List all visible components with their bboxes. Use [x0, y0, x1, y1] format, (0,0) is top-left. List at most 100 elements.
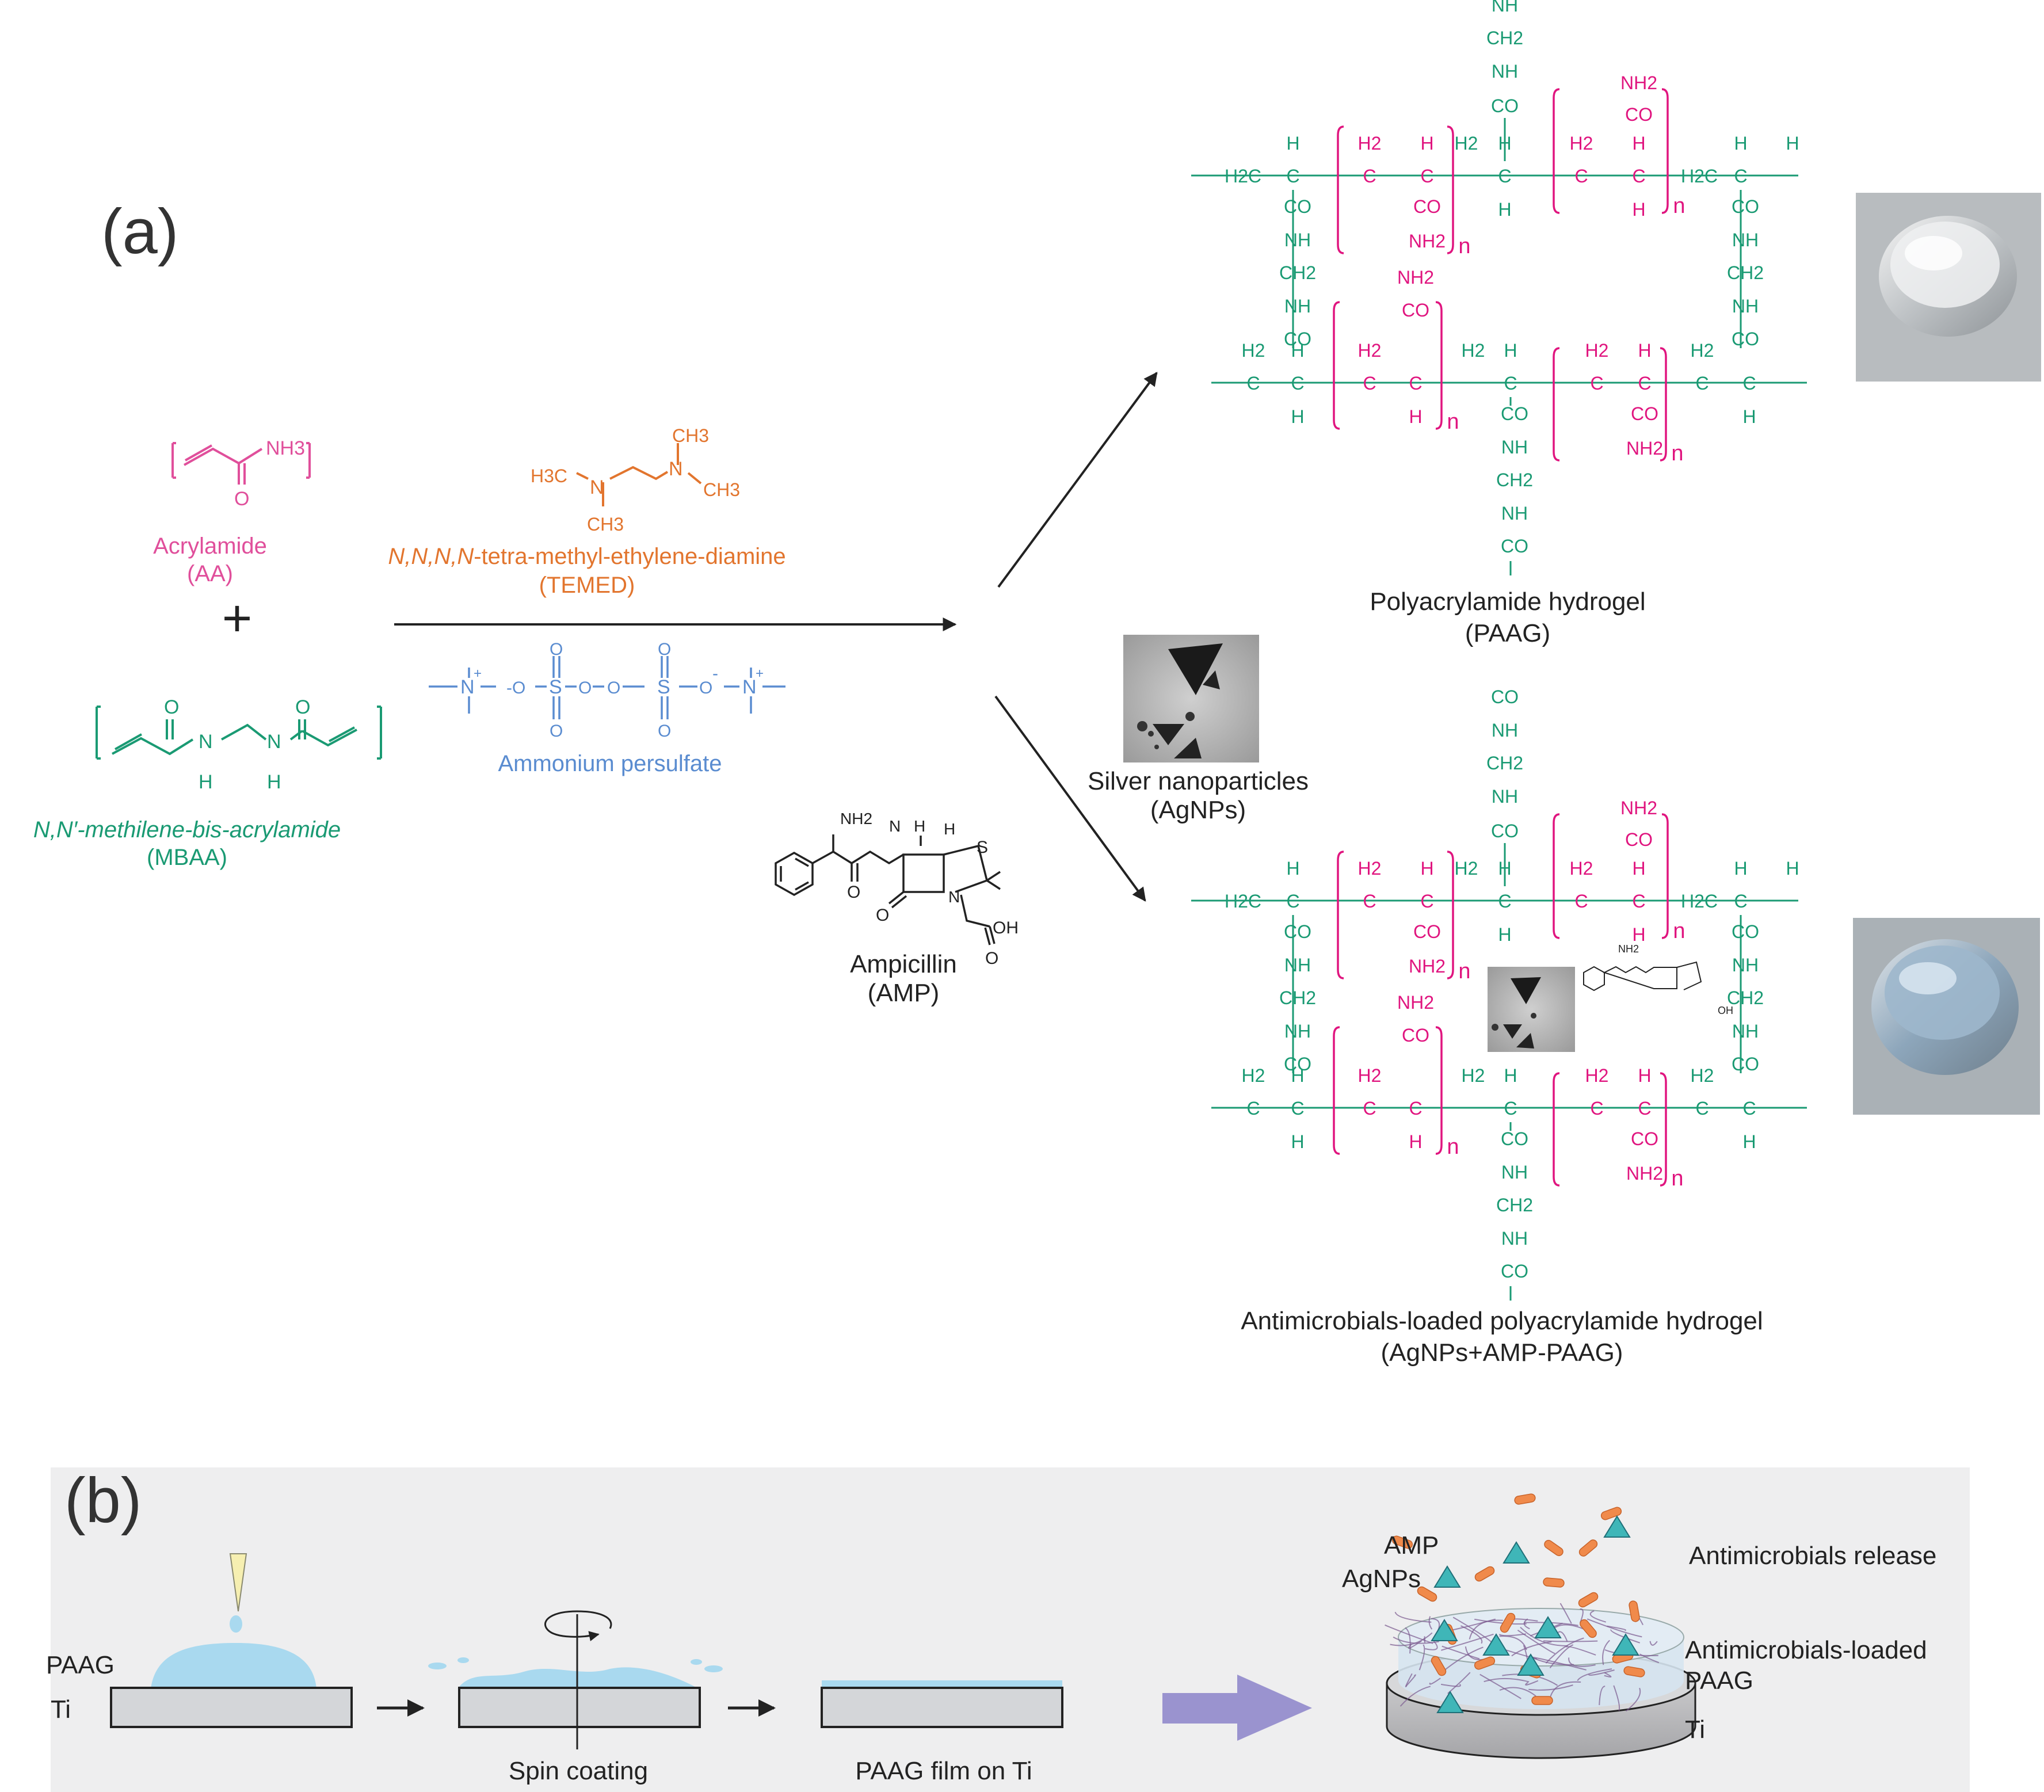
co-group: CO [1501, 536, 1528, 556]
amp-rod-icon [1500, 1612, 1516, 1633]
mbaa-o2: O [295, 696, 310, 718]
nh-group: NH [1732, 955, 1759, 975]
amp-rod-icon [1417, 1586, 1437, 1602]
co-group: CO [1625, 829, 1653, 850]
polymer-fiber [1524, 1622, 1578, 1626]
nh2-group: NH2 [1620, 798, 1657, 818]
amp-rod-icon [1578, 1539, 1598, 1557]
aps-minus2: - [712, 664, 718, 683]
spin-splash-left-1 [428, 1663, 447, 1669]
panel-a-label: (a) [101, 196, 178, 267]
aps-o1: O [550, 640, 563, 659]
amp-rod-icon [1431, 1656, 1447, 1676]
nh-group: NH [1284, 230, 1311, 250]
spin-splash-right-1 [704, 1665, 723, 1672]
h2-group: H2 [1358, 340, 1382, 361]
carbon: C [1409, 373, 1422, 394]
polymer-fiber [1460, 1625, 1483, 1644]
polymer-fiber [1405, 1674, 1416, 1687]
polymer-fiber [1429, 1677, 1441, 1685]
hydrogen: H [1504, 340, 1517, 361]
carbon: C [1363, 166, 1376, 186]
nh2-group: NH2 [1397, 267, 1434, 288]
polymer-fiber [1604, 1672, 1612, 1677]
amp-h-amide: H [914, 817, 925, 835]
acrylamide-name: Acrylamide [153, 533, 267, 559]
polymer-fiber [1607, 1625, 1626, 1631]
co-group: CO [1402, 300, 1429, 321]
amp-nh2: NH2 [840, 810, 872, 828]
polymer-fiber [1405, 1627, 1411, 1654]
pipette-icon [229, 1553, 247, 1612]
hydrogen: H [1291, 1065, 1304, 1086]
panel-b-label-overlay: (b) [64, 1465, 142, 1536]
carbon: C [1695, 1098, 1709, 1119]
ti-substrate-1 [110, 1687, 353, 1728]
polymer-fiber [1549, 1644, 1574, 1669]
droplet-icon [230, 1615, 242, 1633]
co-group: CO [1732, 196, 1759, 217]
aps-n2: N [742, 676, 757, 698]
hydrogen: H [1734, 858, 1747, 879]
amp-h: H [944, 820, 955, 838]
h2c-group: H2C [1681, 166, 1718, 186]
amp-oh: OH [993, 918, 1019, 937]
antimicrobial-particles [1391, 1493, 1645, 1713]
amp-s: S [977, 838, 988, 857]
nh2-group: NH2 [1397, 992, 1434, 1013]
carbon: C [1632, 891, 1645, 912]
amp-rod-icon [1391, 1535, 1413, 1549]
co-group: CO [1491, 96, 1519, 116]
polymer-fiber [1557, 1631, 1568, 1642]
label-paag-film: PAAG film on Ti [855, 1757, 1032, 1785]
repeat-n: n [1673, 194, 1685, 218]
carbon: C [1286, 891, 1299, 912]
carbon: C [1246, 1098, 1260, 1119]
aps-o3: O [658, 640, 671, 659]
agnp-triangle-icon [1612, 1633, 1639, 1656]
mbaa-abbr: (MBAA) [147, 845, 227, 870]
hydrogen: H [1632, 924, 1645, 945]
polymer-fiber [1530, 1656, 1587, 1671]
hydrogen: H [1742, 406, 1756, 427]
aps-o-minus2: O [699, 678, 712, 697]
bracket-close [1435, 1026, 1443, 1155]
loaded-paag-network: H2CCCCCCCCHHHH2HH2H2HHH2CHHCONH2nNH2COnC… [1191, 687, 1807, 1301]
co-group: CO [1413, 921, 1441, 942]
carbon: C [1363, 1098, 1376, 1119]
ampicillin-name: Ampicillin [850, 950, 957, 978]
mbaa-name: N,N′-methilene-bis-acrylamide [33, 817, 341, 842]
acrylamide-structure [171, 442, 311, 485]
mbaa-n1: N [199, 731, 213, 753]
temed-ch3-top: CH3 [672, 425, 709, 446]
polymer-fiber [1479, 1673, 1521, 1699]
nh2-group: NH2 [1409, 231, 1446, 251]
temed-n1: N [590, 476, 604, 498]
h2-group: H2 [1462, 1065, 1485, 1086]
hydrogen: H [1409, 1131, 1422, 1152]
hydrogen: H [1742, 1131, 1756, 1152]
co-group: CO [1402, 1025, 1429, 1046]
co-group: CO [1413, 196, 1441, 217]
polymer-fiber [1399, 1686, 1431, 1707]
hydrogen: H [1291, 1131, 1304, 1152]
hydrogen: H [1632, 133, 1645, 154]
carbon: C [1734, 891, 1747, 912]
hydrogen: H [1409, 406, 1422, 427]
polymer-fiber [1613, 1685, 1620, 1711]
loaded-paag-abbr: (AgNPs+AMP-PAAG) [1381, 1339, 1623, 1367]
amp-rod-icon [1629, 1600, 1640, 1622]
bracket-close [1660, 347, 1667, 462]
carbon: C [1590, 373, 1603, 394]
co-group: CO [1625, 104, 1653, 125]
process-arrow [1162, 1675, 1312, 1741]
polymer-fiber [1649, 1641, 1658, 1646]
mbaa-h2: H [267, 771, 281, 793]
co-group: CO [1284, 1054, 1311, 1074]
aps-o-bridge2: O [607, 678, 620, 697]
co-group: CO [1732, 921, 1759, 942]
amp-rod-icon [1474, 1656, 1496, 1670]
repeat-n: n [1447, 1135, 1459, 1159]
polymer-fiber [1394, 1611, 1432, 1623]
hydrogen: H [1498, 199, 1511, 220]
